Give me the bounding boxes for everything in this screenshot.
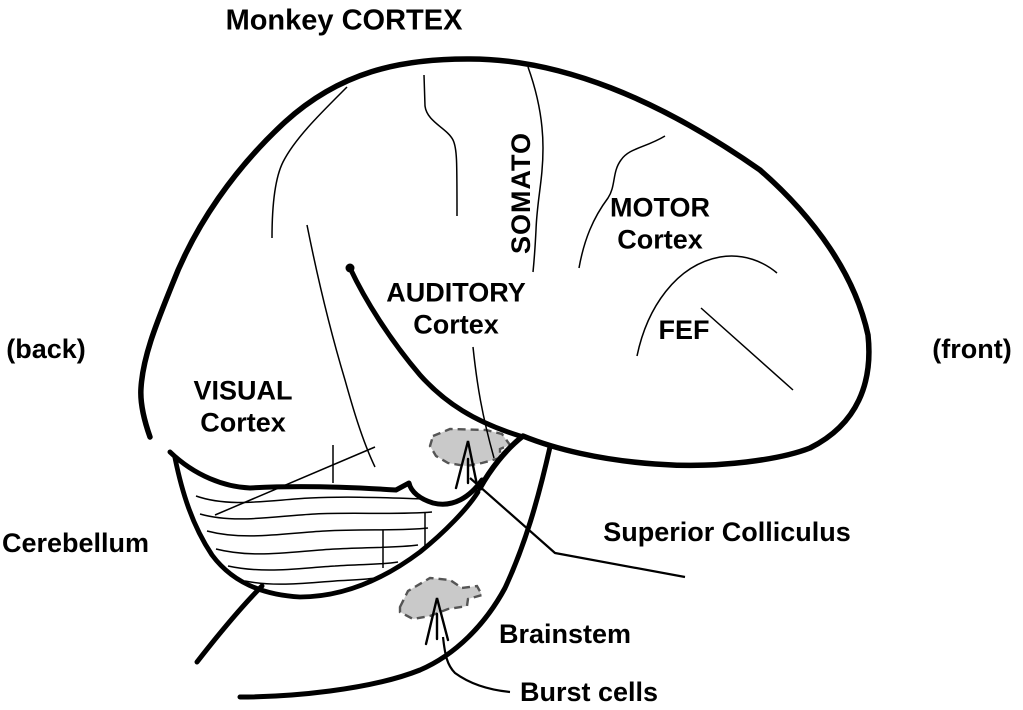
motor-cortex-label-line2: Cortex — [617, 225, 703, 255]
burst-cells-leader — [441, 636, 511, 694]
somato-cortex-label: SOMATO — [505, 131, 536, 255]
cortex-outline — [138, 56, 872, 491]
back-orientation-label: (back) — [6, 333, 86, 364]
burst-cells-label: Burst cells — [519, 676, 659, 707]
front-orientation-label: (front) — [932, 333, 1012, 364]
brainstem-label: Brainstem — [498, 618, 632, 649]
visual-cortex-label-line2: Cortex — [200, 408, 286, 438]
spinal-line — [194, 583, 265, 665]
fef-label: FEF — [658, 314, 710, 345]
auditory-cortex-label: AUDITORY Cortex — [386, 277, 526, 342]
burst-cells-spike-icon — [424, 597, 450, 646]
cerebellum-outline — [172, 455, 481, 600]
motor-cortex-label: MOTOR Cortex — [610, 192, 710, 257]
brainstem-edge — [237, 444, 553, 700]
superior-colliculus-leader — [469, 477, 686, 579]
diagram-title: Monkey CORTEX — [225, 4, 463, 37]
cerebellum-folia — [195, 446, 433, 585]
lateral-sulcus-dot — [345, 263, 355, 273]
visual-cortex-label-line1: VISUAL — [193, 375, 293, 406]
lateral-sulcus — [347, 265, 523, 439]
motor-cortex-label-line1: MOTOR — [610, 192, 710, 223]
visual-cortex-label: VISUAL Cortex — [193, 375, 292, 440]
cerebellum-label: Cerebellum — [2, 527, 150, 558]
auditory-cortex-label-line2: Cortex — [413, 310, 499, 340]
superior-colliculus-spike-icon — [454, 440, 479, 490]
sulci — [271, 66, 794, 483]
auditory-cortex-label-line1: AUDITORY — [386, 277, 526, 308]
burst-cells-highlight — [398, 576, 484, 621]
superior-colliculus-label: Superior Colliculus — [603, 516, 851, 547]
occipital-bottom-edge — [167, 449, 485, 507]
